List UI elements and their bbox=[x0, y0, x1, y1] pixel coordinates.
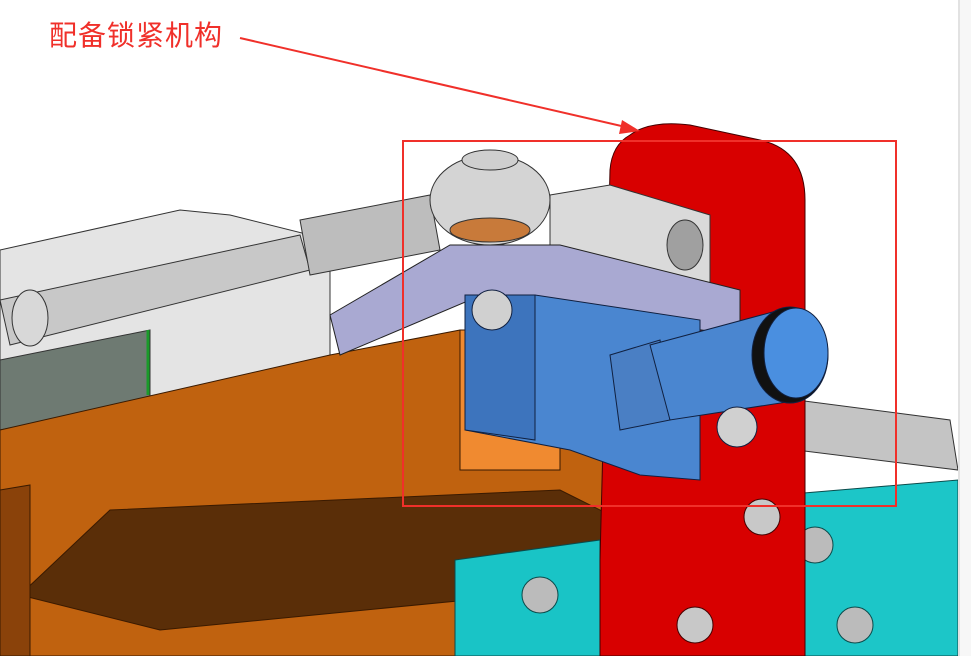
cyan-mounting-block bbox=[454, 479, 959, 656]
side-panel-edge bbox=[958, 0, 971, 656]
annotation-label: 配备锁紧机构 bbox=[49, 19, 224, 52]
blue-locking-knob bbox=[649, 306, 829, 448]
annotation-callout bbox=[239, 37, 897, 507]
tie-rod bbox=[0, 194, 959, 601]
rod-end-bearing bbox=[429, 149, 551, 246]
